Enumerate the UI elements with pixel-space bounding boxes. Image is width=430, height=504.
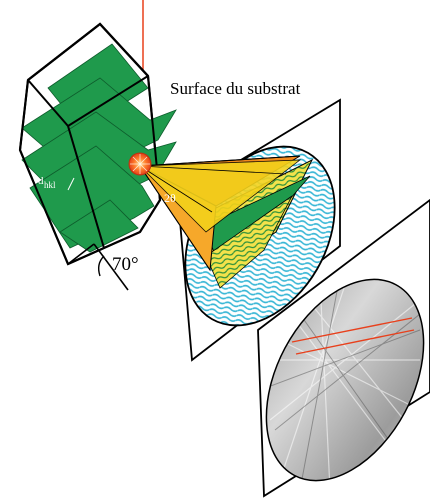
diffraction-cones — [138, 155, 302, 272]
dhkl-label: d hkl — [38, 175, 75, 191]
tilt-angle-indicator — [67, 243, 129, 291]
surface-label: Surface du substrat — [170, 79, 301, 98]
two-theta-label: 2θ — [164, 191, 176, 205]
angle-label: 70° — [112, 254, 139, 275]
svg-text:hkl: hkl — [44, 180, 56, 190]
svg-text:d: d — [38, 175, 44, 187]
crystal-cube — [18, 22, 177, 266]
